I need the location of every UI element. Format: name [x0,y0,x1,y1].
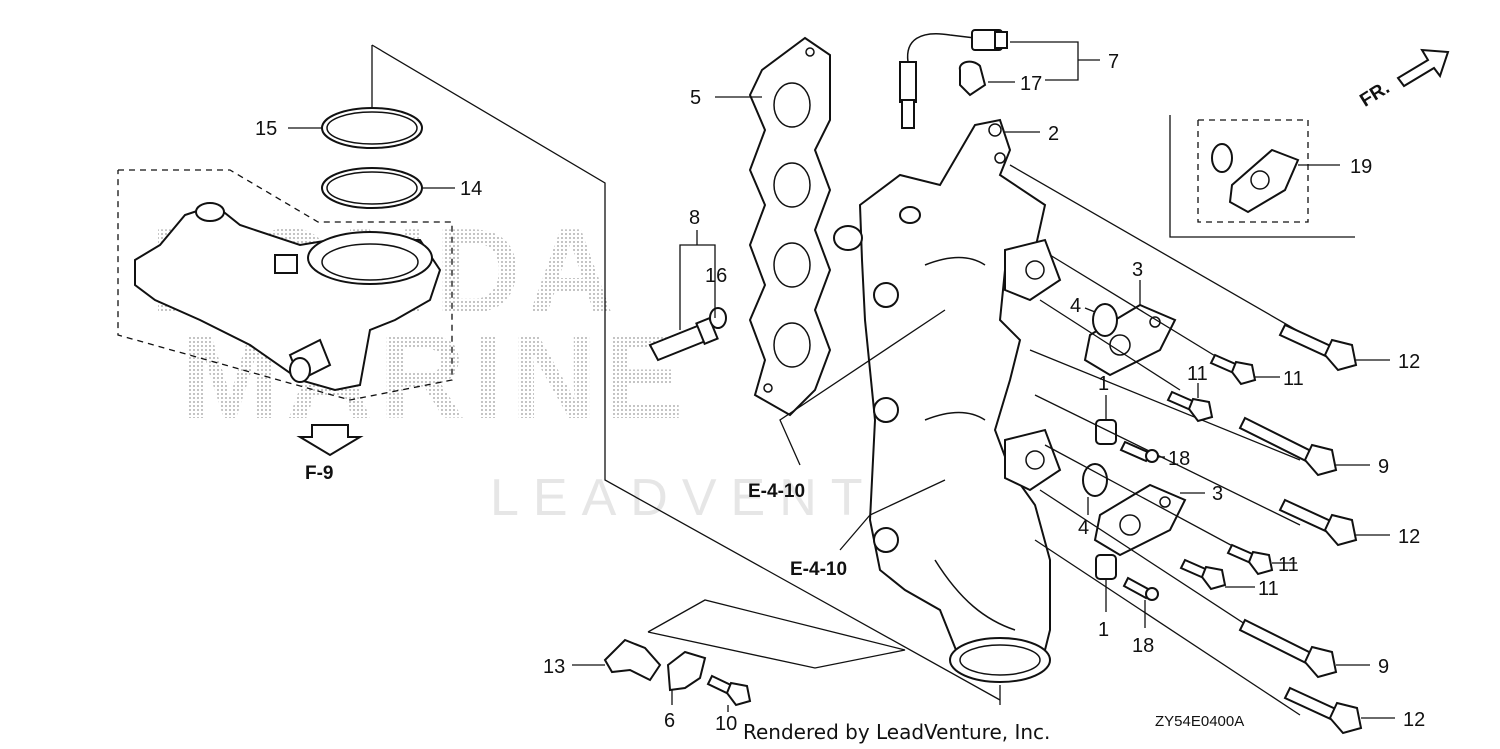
label-18-a: 18 [1168,448,1190,470]
label-12-c: 12 [1403,709,1425,731]
label-3-lower: 3 [1212,483,1223,505]
anode-cover-3-lower [1093,483,1187,557]
label-11-b: 11 [1187,363,1208,385]
washer-16 [709,307,727,329]
bolt-12-a [1278,323,1358,372]
bolt-11-c [1226,543,1274,576]
bolt-12-c [1283,686,1363,735]
clip-17 [958,60,987,97]
bracket-6 [666,650,707,692]
label-11-d: 11 [1258,578,1279,600]
label-4-upper: 4 [1070,295,1081,317]
bolt-11-b [1166,390,1214,423]
label-9-b: 9 [1378,656,1389,678]
o-ring-4-upper [1092,303,1118,337]
hose-clamp-13 [603,638,662,682]
exhaust-gasket-5 [748,36,832,417]
anode-1-lower [1095,554,1117,580]
o-ring-4-lower [1082,463,1108,497]
thermostat-cover [134,202,442,392]
label-1-upper: 1 [1098,373,1109,395]
credit-text: Rendered by LeadVenture, Inc. [743,720,1050,744]
label-13: 13 [543,656,565,678]
bolt-18-b [1122,576,1159,601]
label-16: 16 [705,265,727,287]
label-12-b: 12 [1398,526,1420,548]
label-19: 19 [1350,156,1372,178]
label-7: 7 [1108,51,1119,73]
label-5: 5 [690,87,701,109]
assembly-frame-line [371,44,1001,701]
bolt-9-a [1238,416,1338,477]
label-2: 2 [1048,123,1059,145]
o-ring-15 [321,107,423,149]
label-10: 10 [715,713,737,735]
label-14: 14 [460,178,482,200]
label-3-upper: 3 [1132,259,1143,281]
label-18-b: 18 [1132,635,1154,657]
label-11-c: 11 [1278,554,1299,576]
label-17: 17 [1020,73,1042,95]
down-arrow-icon [296,424,364,457]
bolt-18-a [1119,440,1159,463]
anode-1-upper [1095,419,1117,445]
label-12-a: 12 [1398,351,1420,373]
bolt-11-d [1179,558,1227,591]
label-8: 8 [689,207,700,229]
ref-e410-lower: E-4-10 [790,559,847,580]
sensor-8 [648,316,719,362]
label-6: 6 [664,710,675,732]
bracket-leader [647,599,906,669]
bolt-12-b [1278,498,1358,547]
o-ring-14 [321,167,423,209]
oxygen-sensor-7 [899,29,1008,129]
bolt-11-a [1209,353,1257,386]
diagram-code: ZY54E0400A [1155,713,1244,730]
front-direction-arrow: FR. [1356,48,1450,111]
ref-e410-upper: E-4-10 [748,481,805,502]
fr-label: FR. [1356,77,1393,111]
exhaust-manifold-2 [833,118,1062,683]
label-15: 15 [255,118,277,140]
label-4-lower: 4 [1078,517,1089,539]
label-1-lower: 1 [1098,619,1109,641]
label-11-a: 11 [1283,368,1304,390]
o-ring-19 [1211,143,1233,173]
bolt-10 [706,674,752,707]
label-9-a: 9 [1378,456,1389,478]
anode-cover-19 [1228,148,1300,214]
ref-f9: F-9 [305,463,334,484]
bolt-9-b [1238,618,1338,679]
